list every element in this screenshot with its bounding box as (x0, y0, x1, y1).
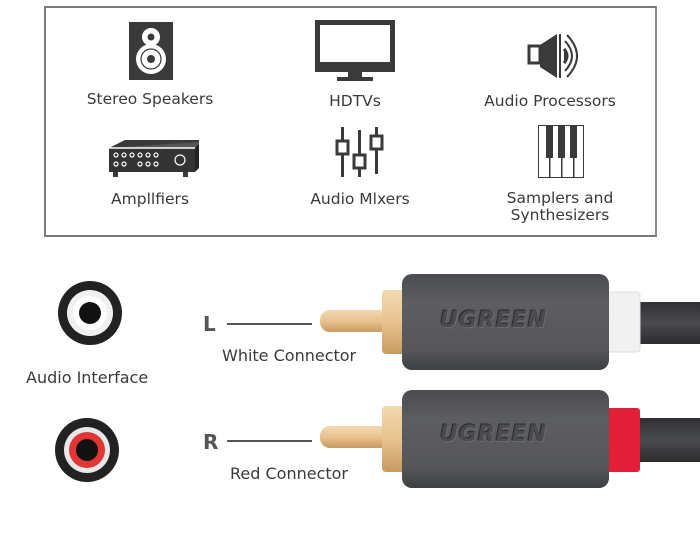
left-leader-line (227, 323, 312, 325)
gold-pin (320, 310, 390, 332)
white-rca-plug: UGREEN (318, 272, 700, 372)
device-label: Audio Processors (484, 92, 616, 110)
device-audio-processors: Audio Processors (460, 20, 640, 120)
amplifier-icon (109, 140, 199, 177)
device-hdtvs: HDTVs (265, 20, 445, 120)
white-jack-icon (58, 281, 122, 345)
device-stereo-speakers: Stereo Speakers (60, 20, 240, 120)
device-audio-mixers: Audio Mlxers (270, 125, 450, 225)
collar-red (603, 408, 640, 472)
brand-logo: UGREEN (440, 422, 548, 447)
left-channel-letter: L (203, 312, 216, 336)
device-samplers-synthesizers: Samplers and Synthesizers (470, 125, 650, 225)
device-amplifiers: Ampllfiers (60, 125, 240, 225)
red-rca-plug: UGREEN (318, 390, 700, 490)
device-label: Ampllfiers (111, 190, 189, 208)
mixer-icon (335, 127, 384, 177)
right-leader-line (227, 440, 312, 442)
brand-logo: UGREEN (440, 308, 548, 333)
device-label: Samplers and Synthesizers (506, 189, 614, 224)
gold-sleeve (382, 406, 408, 472)
device-label: Stereo Speakers (86, 90, 214, 108)
red-jack-icon (55, 418, 119, 482)
red-connector-label: Red Connector (230, 464, 349, 483)
right-channel-letter: R (203, 430, 219, 454)
piano-keys-icon (538, 125, 584, 178)
gold-sleeve (382, 290, 408, 354)
gold-pin (320, 426, 390, 448)
plug-body (402, 274, 609, 370)
plug-body (402, 390, 609, 488)
tv-icon (315, 20, 395, 81)
audio-processor-icon (527, 34, 578, 78)
device-label: Audio Mlxers (310, 190, 410, 208)
audio-interface-label: Audio Interface (26, 368, 149, 387)
white-connector-label: White Connector (222, 346, 357, 365)
device-label: HDTVs (329, 92, 381, 110)
speaker-icon (129, 22, 173, 80)
